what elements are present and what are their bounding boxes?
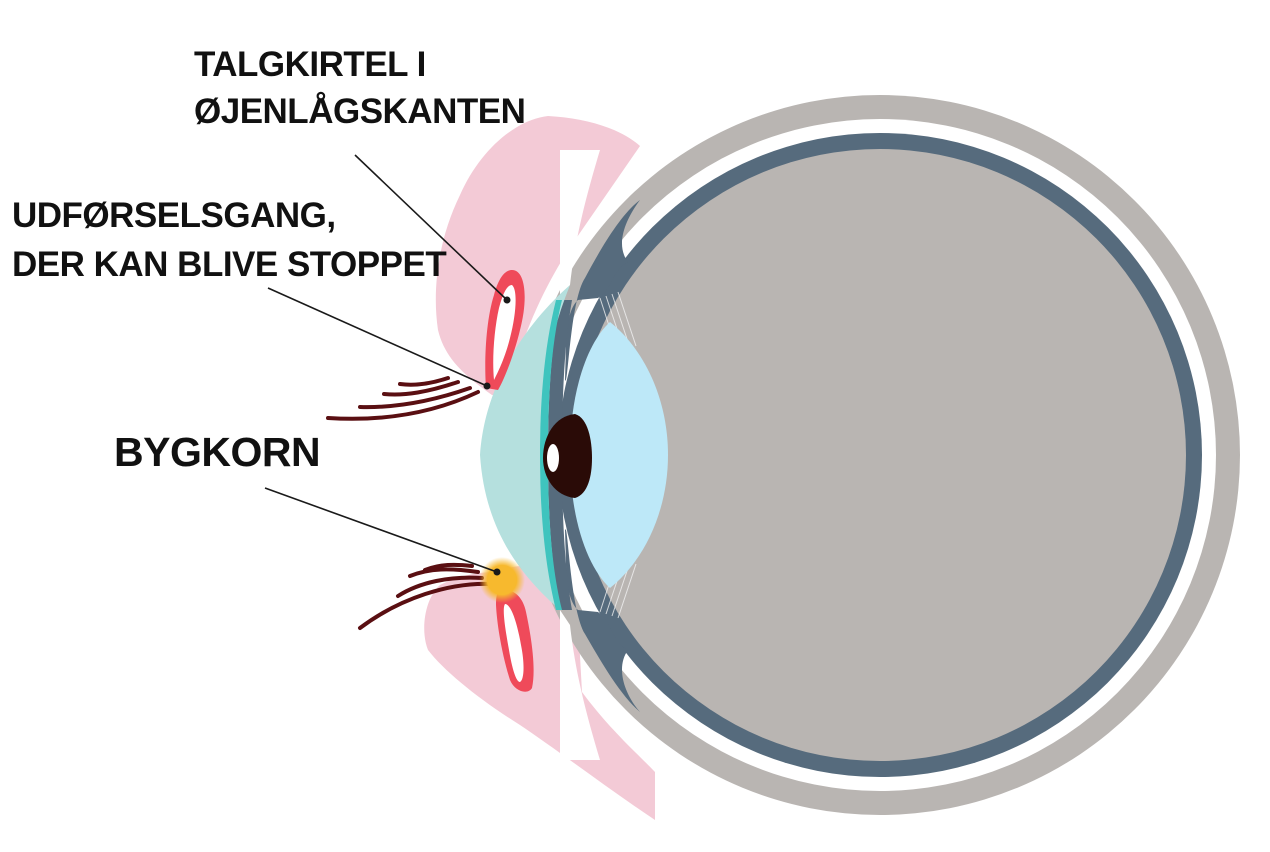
duct-label-line2: DER KAN BLIVE STOPPET xyxy=(12,245,446,284)
ciliary-body-top xyxy=(565,200,640,381)
upper-gland-inner xyxy=(493,285,516,380)
lower-eyelashes xyxy=(358,562,494,630)
vitreous-body xyxy=(574,149,1186,761)
ciliary-body-bottom xyxy=(565,529,640,712)
gland-leader-dot xyxy=(503,296,511,304)
duct-leader-line xyxy=(267,287,488,387)
stye-leader-line xyxy=(264,487,498,573)
stye-label: BYGKORN xyxy=(114,429,320,475)
lower-gland-inner xyxy=(503,604,524,682)
duct-label-line1: UDFØRSELSGANG, xyxy=(12,196,336,235)
pupil xyxy=(543,414,592,498)
gland-label-line2: ØJENLÅGSKANTEN xyxy=(194,91,525,131)
gland-label-line1: TALGKIRTEL I xyxy=(194,45,426,84)
stye-leader-dot xyxy=(493,568,501,576)
pupil-highlight xyxy=(547,444,559,472)
cornea-edge xyxy=(540,300,562,610)
gland-leader-line xyxy=(354,154,508,301)
duct-leader-dot xyxy=(483,382,491,390)
upper-eyelashes xyxy=(326,376,480,421)
cornea xyxy=(480,285,570,610)
lens xyxy=(570,322,668,588)
